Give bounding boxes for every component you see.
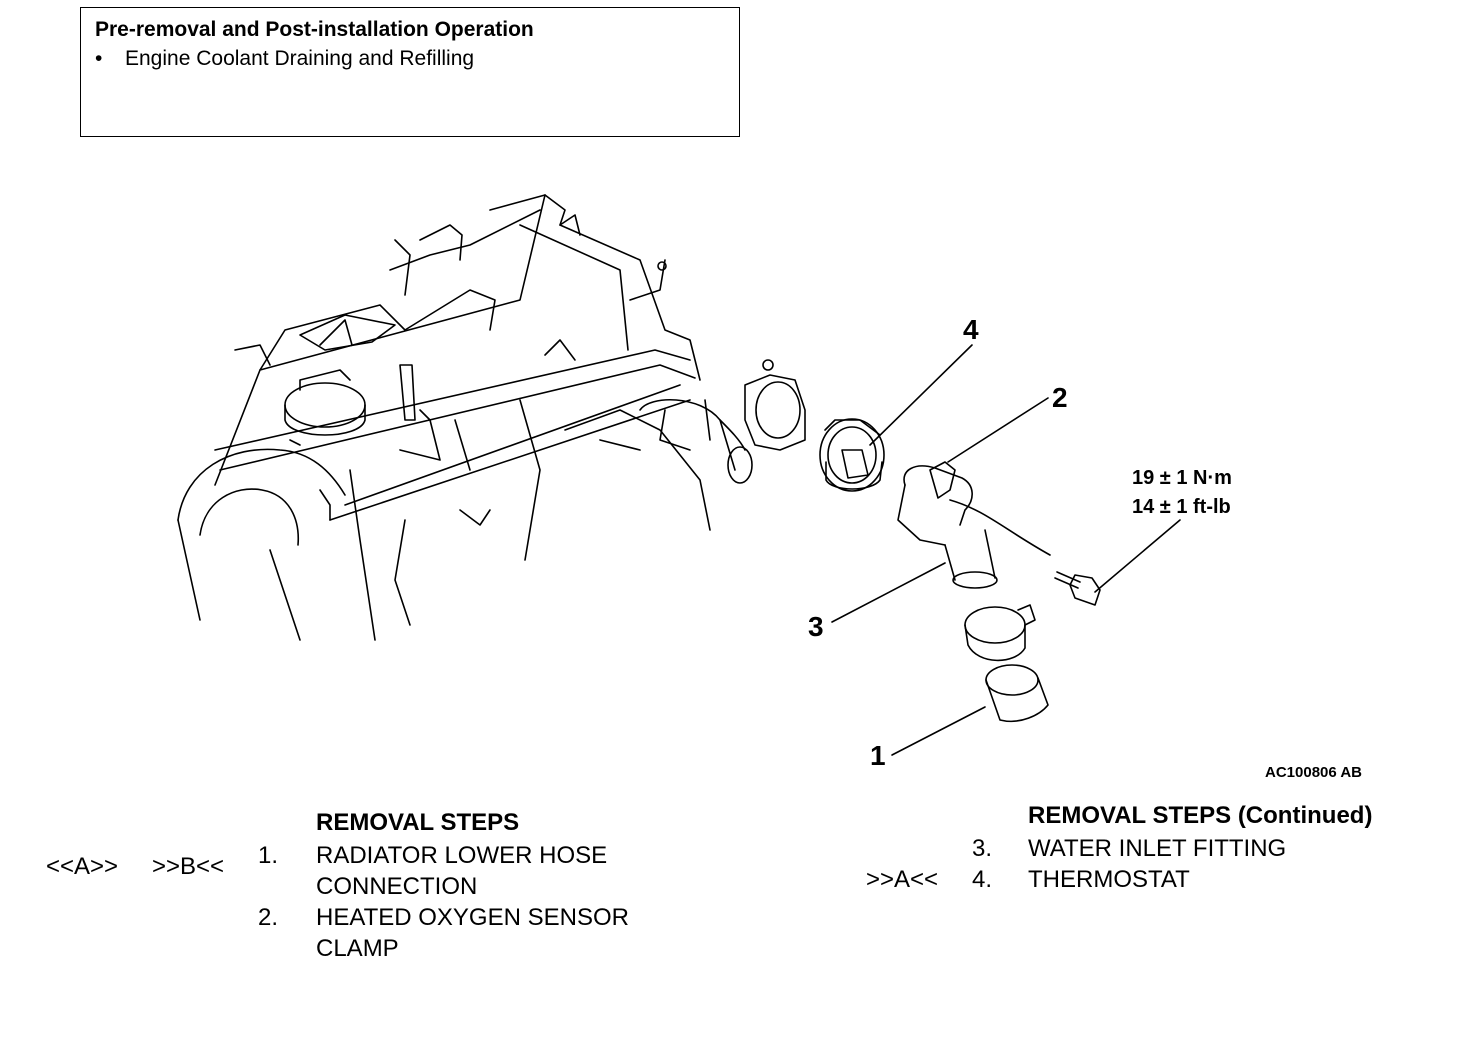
callout-4: 4 [963,314,979,345]
step-1-number: 1. [258,842,279,869]
pre-operation-item: • Engine Coolant Draining and Refilling [95,47,474,71]
leader-lines [831,344,1181,756]
bolt-drawing [1054,571,1101,606]
pre-operation-box: Pre-removal and Post-installation Operat… [80,7,740,137]
engine-block-drawing [177,194,806,641]
figure-code: AC100806 AB [1265,764,1362,781]
bullet-icon: • [95,47,103,70]
step-1-label-line2: CONNECTION [316,873,478,900]
torque-foot-pounds: 14 ± 1 ft-lb [1132,496,1231,518]
step-4-mark-a: >>A<< [866,866,939,893]
step-1-mark-b: >>B<< [152,853,225,880]
removal-steps-heading: REMOVAL STEPS [316,809,520,836]
pre-operation-item-label: Engine Coolant Draining and Refilling [125,47,475,70]
step-1-label-line1: RADIATOR LOWER HOSE [316,842,608,869]
step-2-label-line2: CLAMP [316,935,399,962]
step-4-label: THERMOSTAT [1028,866,1190,893]
callout-1: 1 [870,740,886,771]
step-1-mark-a: <<A>> [46,853,119,880]
callout-3: 3 [808,611,824,642]
radiator-hose-drawing [985,664,1049,723]
step-2-number: 2. [258,904,279,931]
water-inlet-fitting-drawing [897,461,1051,589]
step-3-number: 3. [972,835,993,862]
callout-2: 2 [1052,382,1068,413]
pre-operation-title: Pre-removal and Post-installation Operat… [95,18,534,41]
removal-steps-continued-heading: REMOVAL STEPS (Continued) [1028,802,1373,829]
step-2-label-line1: HEATED OXYGEN SENSOR [316,904,629,931]
torque-newton-meters: 19 ± 1 N·m [1132,467,1232,489]
thermostat-drawing [819,418,885,492]
hose-clamp-drawing [964,604,1036,662]
step-4-number: 4. [972,866,993,893]
step-3-label: WATER INLET FITTING [1028,835,1287,862]
